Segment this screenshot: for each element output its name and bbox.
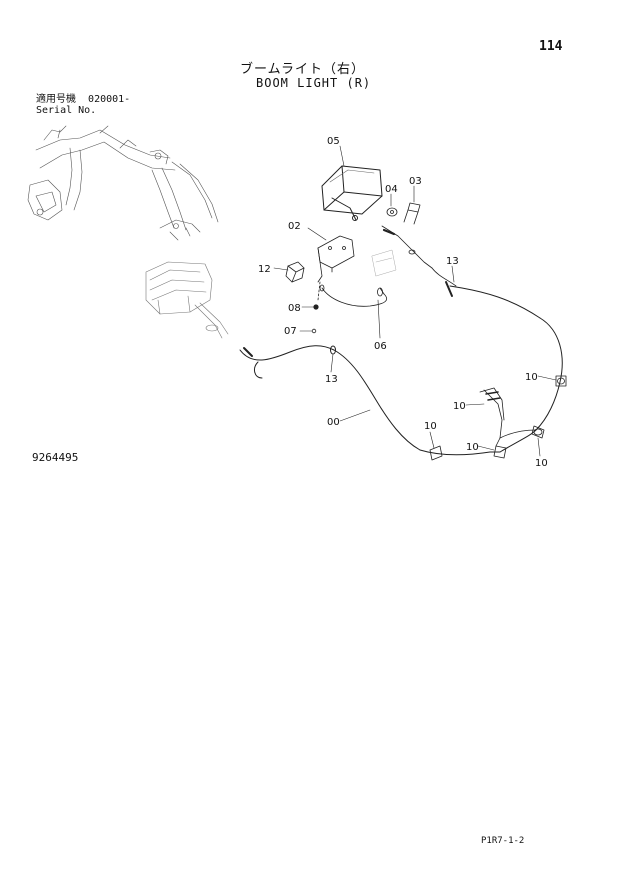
serial-value: 020001- <box>88 94 131 105</box>
callout-10-lower-mid: 10 <box>466 442 479 453</box>
reference-bracket-ghost <box>371 249 397 277</box>
callout-10-bottom-right: 10 <box>535 458 548 469</box>
serial-line-jp: 適用号機 020001- <box>36 94 130 105</box>
light-bracket <box>317 235 355 283</box>
callout-07: 07 <box>284 326 297 337</box>
callout-06: 06 <box>374 341 387 352</box>
washer <box>311 328 317 334</box>
rubber-block <box>285 261 305 283</box>
leader-lines <box>273 145 557 457</box>
title-english: BOOM LIGHT (R) <box>256 76 372 90</box>
callout-12: 12 <box>258 264 271 275</box>
callout-05: 05 <box>327 136 340 147</box>
callout-04: 04 <box>385 184 398 195</box>
callout-10-right: 10 <box>525 372 538 383</box>
lamp-wire <box>381 225 457 287</box>
title-japanese: ブームライト（右） <box>240 62 365 77</box>
callout-00: 00 <box>327 417 340 428</box>
nut <box>313 304 319 310</box>
main-harness <box>239 281 563 456</box>
serial-block: 適用号機 020001- Serial No. <box>36 94 130 116</box>
clamps <box>429 375 567 461</box>
callout-13-lower: 13 <box>325 374 338 385</box>
callout-13-upper: 13 <box>446 256 459 267</box>
document-number: 9264495 <box>32 451 79 464</box>
callout-02: 02 <box>288 221 301 232</box>
callout-08: 08 <box>288 303 301 314</box>
cable-tie-group <box>479 387 537 447</box>
page-number: 114 <box>539 39 563 54</box>
harness-06 <box>319 284 387 307</box>
reference-housing-sketch <box>145 261 229 339</box>
light-housing <box>321 165 383 221</box>
callout-labels: 05 04 03 02 12 13 08 07 06 13 10 10 00 1… <box>258 136 548 469</box>
serial-label-en: Serial No. <box>36 105 97 116</box>
callout-10-lower-left: 10 <box>424 421 437 432</box>
callout-10-tie: 10 <box>453 401 466 412</box>
serial-label-jp: 適用号機 <box>36 94 76 105</box>
boom-sketch <box>27 125 219 241</box>
callout-03: 03 <box>409 176 422 187</box>
footer-code: P1R7-1-2 <box>481 836 525 846</box>
bolt-and-washer <box>386 202 421 225</box>
